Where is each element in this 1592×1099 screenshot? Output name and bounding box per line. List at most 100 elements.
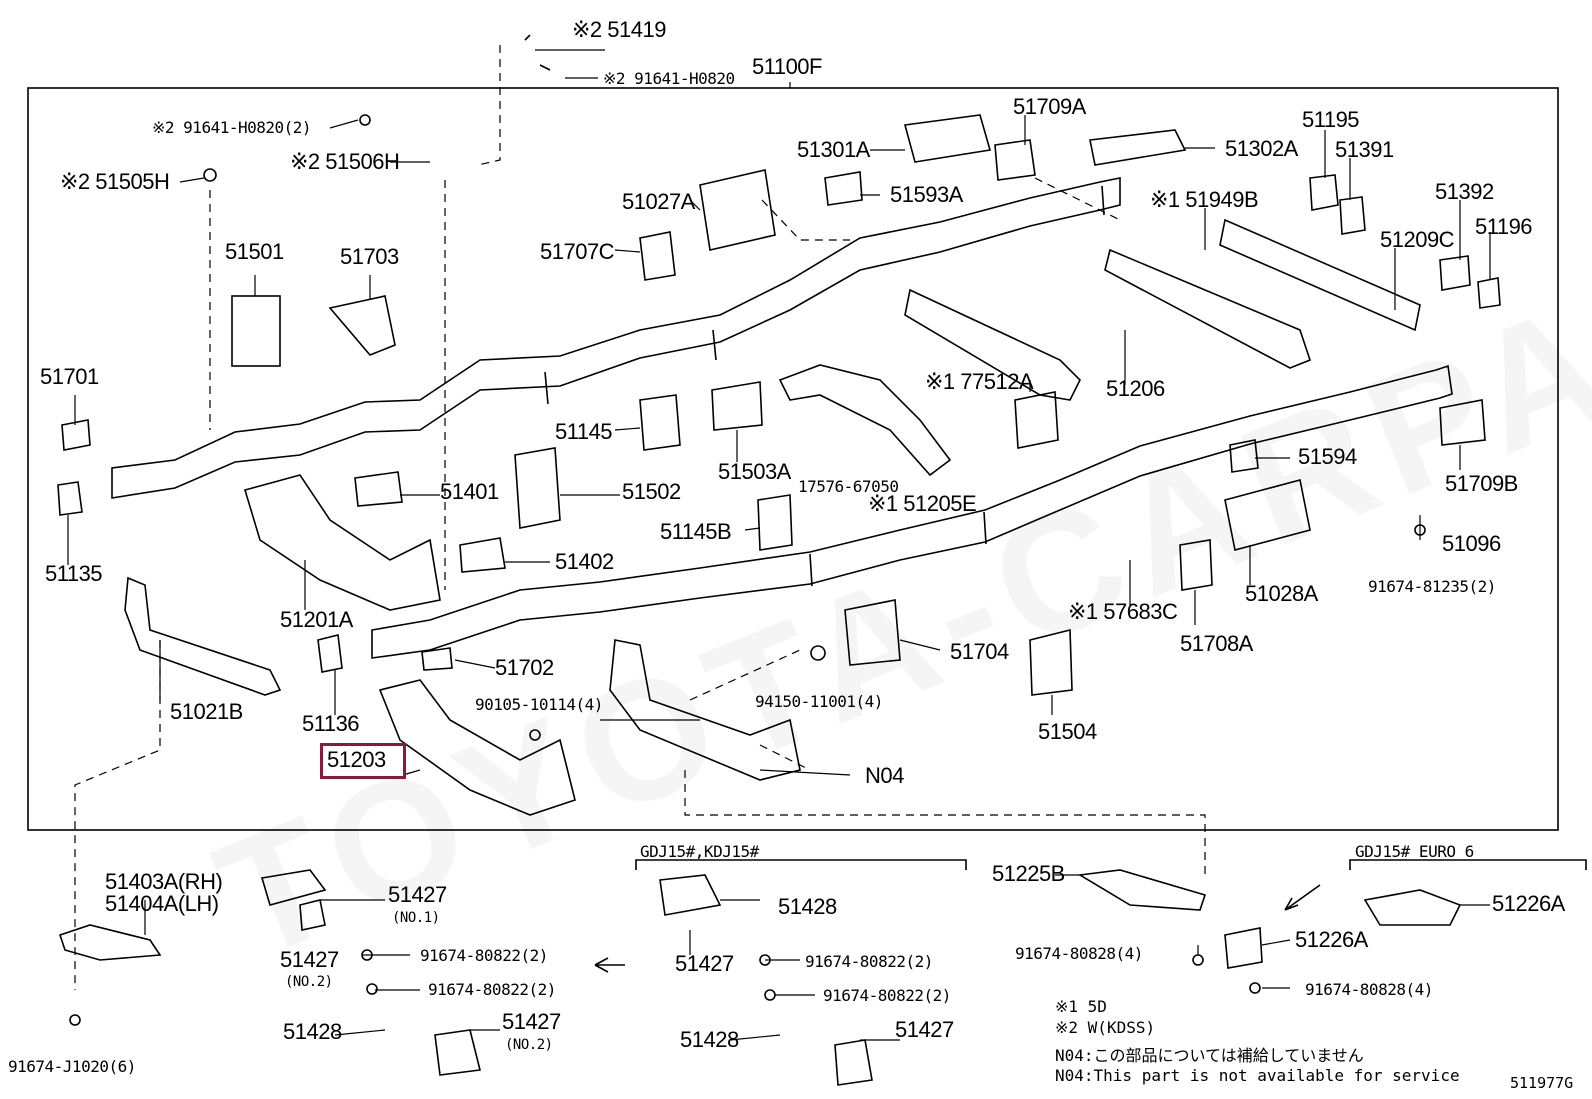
label-91641-h0820-2: ※2 91641-H0820(2) xyxy=(152,118,312,137)
label-51428-c: 51428 xyxy=(680,1027,739,1052)
label-51503a: 51503A xyxy=(718,459,791,484)
label-51403a: 51403A(RH) xyxy=(105,869,223,894)
note-n04-en: N04:This part is not available for servi… xyxy=(1055,1066,1460,1085)
label-51594: 51594 xyxy=(1298,444,1357,469)
crossmember-n04 xyxy=(609,639,801,781)
label-51226a-b: 51226A xyxy=(1295,927,1368,952)
label-51136: 51136 xyxy=(302,711,360,736)
label-51427-c: 51427 xyxy=(502,1009,561,1034)
label-51427-no2-sub: (NO.2) xyxy=(285,974,333,990)
label-51428-b: 51428 xyxy=(778,894,837,919)
label-51021b: 51021B xyxy=(170,699,243,724)
label-51703: 51703 xyxy=(340,244,399,269)
part-51403a xyxy=(58,924,162,961)
label-51505h: ※2 51505H xyxy=(60,169,170,194)
label-51145b: 51145B xyxy=(660,519,732,544)
label-51226a-a: 51226A xyxy=(1492,891,1565,916)
label-51702: 51702 xyxy=(495,655,554,680)
label-51506h: ※2 51506H xyxy=(290,149,400,174)
label-51402: 51402 xyxy=(555,549,614,574)
part-51401 xyxy=(354,471,403,507)
label-51205e: ※1 51205E xyxy=(868,491,977,516)
part-51136 xyxy=(317,634,343,673)
part-51502 xyxy=(514,447,561,529)
label-51209c: 51209C xyxy=(1380,227,1455,252)
label-91674-80822-a: 91674-80822(2) xyxy=(420,946,548,965)
note-kdss: ※2 W(KDSS) xyxy=(1055,1018,1156,1037)
label-51203[interactable]: 51203 xyxy=(327,747,386,772)
label-51708a: 51708A xyxy=(1180,631,1253,656)
label-51593a: 51593A xyxy=(890,182,963,207)
label-51401: 51401 xyxy=(440,479,499,504)
label-51419: ※2 51419 xyxy=(572,17,666,42)
label-77512a: ※1 77512A xyxy=(925,369,1034,394)
label-51709b: 51709B xyxy=(1445,471,1518,496)
label-51501: 51501 xyxy=(225,239,284,264)
part-51145 xyxy=(639,394,681,451)
part-51593a xyxy=(824,171,863,206)
label-51427-no1: 51427 xyxy=(388,882,447,907)
part-51504 xyxy=(1029,628,1073,696)
part-77512a xyxy=(1014,391,1059,449)
gdj-bracket xyxy=(635,859,967,870)
label-51427-no2: 51427 xyxy=(280,947,339,972)
diagram-id: 511977G xyxy=(1510,1074,1574,1092)
label-91674-80822-d: 91674-80822(2) xyxy=(823,986,951,1005)
part-51302a xyxy=(1089,129,1187,166)
label-90105-10114: 90105-10114(4) xyxy=(475,695,603,714)
part-51709b xyxy=(1439,399,1486,446)
crossmember-51206 xyxy=(904,288,1081,401)
label-51225b: 51225B xyxy=(992,861,1065,886)
part-51701 xyxy=(61,419,91,451)
right-side-rail xyxy=(371,364,1453,659)
part-51702 xyxy=(421,647,453,671)
label-51428-a: 51428 xyxy=(283,1019,342,1044)
label-51201a: 51201A xyxy=(280,607,353,632)
label-91674-80822-b: 91674-80822(2) xyxy=(428,980,556,999)
part-51703 xyxy=(328,295,396,356)
label-51028a: 51028A xyxy=(1245,581,1318,606)
part-51145b xyxy=(757,494,793,551)
part-51391 xyxy=(1339,196,1366,235)
label-57683c: ※1 57683C xyxy=(1068,599,1178,624)
part-51392 xyxy=(1439,255,1471,291)
header-gdj15-kdj15: GDJ15#,KDJ15# xyxy=(640,842,759,861)
label-51502: 51502 xyxy=(622,479,681,504)
label-51206: 51206 xyxy=(1106,376,1165,401)
part-51704 xyxy=(844,599,901,666)
label-51096: 51096 xyxy=(1442,531,1501,556)
label-91674-80828-a: 91674-80828(4) xyxy=(1015,944,1143,963)
crossmember-51949b xyxy=(1104,248,1311,369)
label-51949b: ※1 51949B xyxy=(1150,187,1259,212)
part-51402 xyxy=(459,537,506,573)
label-91641-h0820: ※2 91641-H0820 xyxy=(603,69,735,88)
crossmember-51203 xyxy=(378,679,576,816)
euro-bracket xyxy=(1349,859,1587,870)
note-5d: ※1 5D xyxy=(1055,997,1107,1016)
header-gdj15-euro6: GDJ15# EURO 6 xyxy=(1355,842,1474,861)
label-51427-d: 51427 xyxy=(675,951,734,976)
label-51427-c-sub: (NO.2) xyxy=(505,1037,553,1053)
label-51391: 51391 xyxy=(1335,137,1394,162)
label-91674-81235: 91674-81235(2) xyxy=(1368,577,1496,596)
label-51707c: 51707C xyxy=(540,239,615,264)
highlight-51203 xyxy=(320,743,406,779)
part-51503a xyxy=(711,381,763,431)
label-51701: 51701 xyxy=(40,364,99,389)
label-n04: N04 xyxy=(865,763,904,788)
crossmember-51201a xyxy=(243,474,441,611)
bracket-51205e xyxy=(778,364,952,477)
label-51404a: 51404A(LH) xyxy=(105,891,219,916)
part-51501 xyxy=(231,295,281,367)
note-n04-jp: N04:この部品については補給していません xyxy=(1055,1046,1364,1065)
part-51709a xyxy=(994,139,1036,181)
part-51027a xyxy=(699,169,776,251)
left-side-rail xyxy=(111,177,1121,499)
part-51028a xyxy=(1224,479,1311,551)
label-91674-j1020: 91674-J1020(6) xyxy=(8,1057,136,1076)
label-91674-80822-c: 91674-80822(2) xyxy=(805,952,933,971)
label-51196: 51196 xyxy=(1475,214,1533,239)
label-51302a: 51302A xyxy=(1225,136,1298,161)
